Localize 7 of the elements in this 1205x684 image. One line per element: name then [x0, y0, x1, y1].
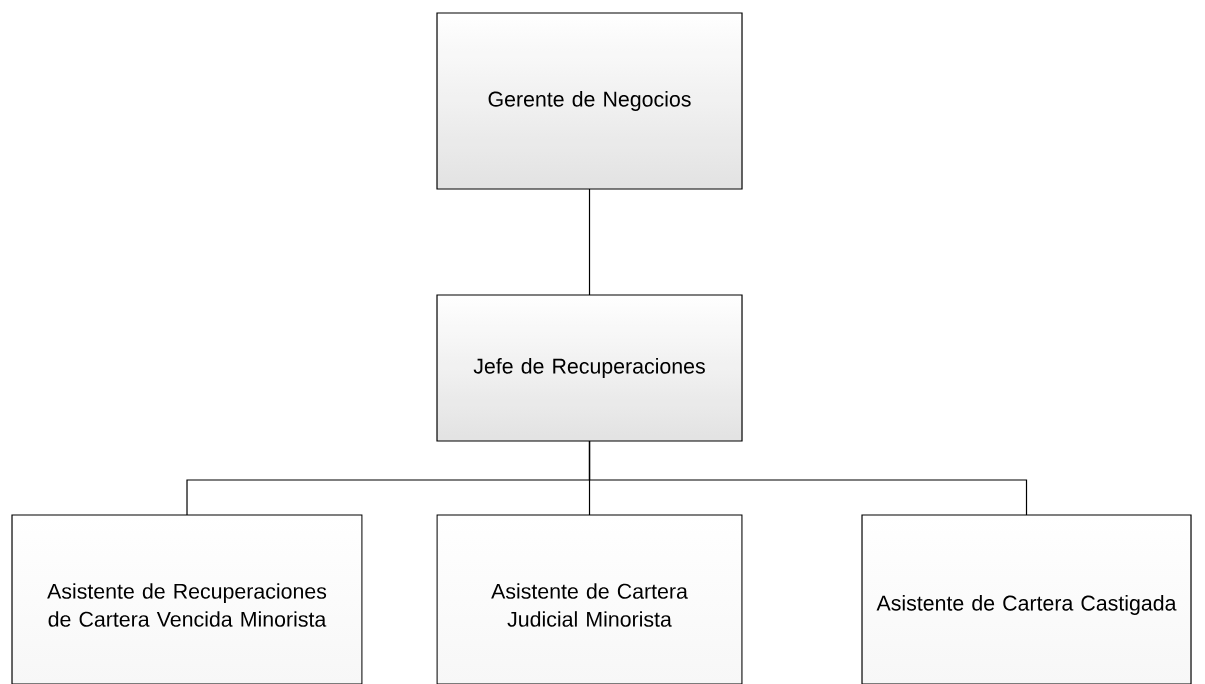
connector-line — [588, 188, 591, 296]
connector-line — [588, 440, 1028, 516]
org-box: Asistente de Cartera Castigada — [861, 514, 1192, 684]
org-box: Jefe de Recuperaciones — [436, 294, 743, 442]
org-box: Asistente de Cartera Judicial Minorista — [436, 514, 743, 684]
org-box: Asistente de Recuperaciones de Cartera Vencida Minorista — [11, 514, 363, 684]
org-box: Gerente de Negocios — [436, 12, 743, 190]
